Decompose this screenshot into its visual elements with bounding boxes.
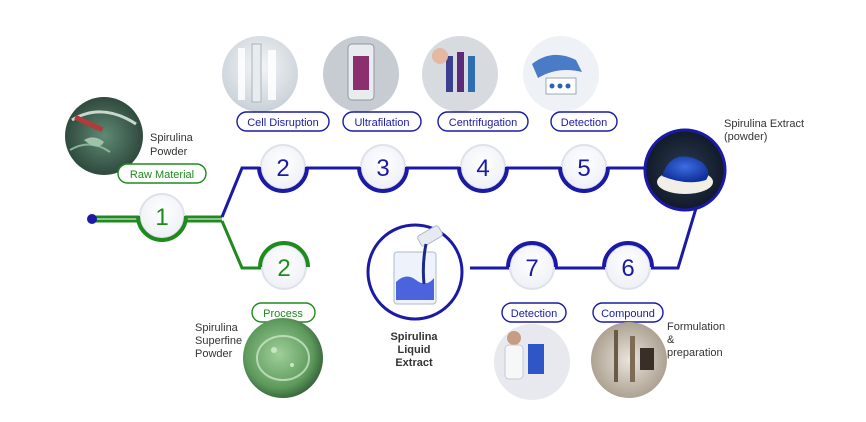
formulation-line3: preparation [667,347,723,359]
node-1-number: 1 [155,204,168,231]
raw-caption-line1: Spirulina [150,132,194,144]
compound-text: Compound [601,308,655,320]
process-text: Process [263,308,303,320]
label-centrifugation: Centrifugation [437,111,529,132]
ultrafilation-text: Ultrafilation [354,117,409,129]
formulation-line2: & [667,334,675,346]
node-3: 3 [357,144,409,193]
detection-photo [523,36,599,112]
node-7-number: 7 [525,255,538,282]
node-5: 5 [558,144,610,193]
superfine-caption: Spirulina Superfine Powder [195,322,242,360]
extract-powder-caption: Spirulina Extract (powder) [724,118,804,143]
superfine-line3: Powder [195,348,233,360]
node-2-number: 2 [276,155,289,182]
liquid-line1: Spirulina [390,331,438,343]
liquid-extract-photo [366,223,464,321]
centrifugation-text: Centrifugation [449,117,518,129]
node-1: 1 [136,193,188,242]
ultrafiltration-photo [323,36,399,112]
formulation-caption: Formulation & preparation [667,321,725,359]
label-detection-upper: Detection [550,111,618,132]
raw-material-photo [65,97,143,175]
label-raw-material: Raw Material [117,163,207,184]
label-ultrafilation: Ultrafilation [342,111,422,132]
superfine-line1: Spirulina [195,322,239,334]
node-4-number: 4 [476,155,489,182]
node-3-number: 3 [376,155,389,182]
label-cell-disruption: Cell Disruption [236,111,330,132]
cell-disruption-text: Cell Disruption [247,117,319,129]
branch-to-process [220,220,262,270]
detection-upper-text: Detection [561,117,607,129]
upper-route [220,166,660,218]
formulation-line1: Formulation [667,321,725,333]
start-dot [87,214,97,224]
liquid-line3: Extract [395,357,433,369]
extract-powder-line2: (powder) [724,131,767,143]
lab-technician-photo [494,324,570,400]
liquid-line2: Liquid [398,344,431,356]
raw-material-text: Raw Material [130,169,194,181]
centrifugation-photo [422,36,498,112]
node-4: 4 [457,144,509,193]
liquid-extract-caption: Spirulina Liquid Extract [390,331,438,369]
superfine-line2: Superfine [195,335,242,347]
extract-powder-photo [643,128,727,212]
raw-material-caption: Spirulina Powder [150,132,194,158]
node-7: 7 [506,241,558,290]
detection-lower-text: Detection [511,308,557,320]
extract-powder-line1: Spirulina Extract [724,118,804,130]
label-compound: Compound [592,302,664,323]
superfine-powder-photo [243,318,323,398]
lower-route [470,204,699,270]
node-5-number: 5 [577,155,590,182]
node-6-number: 6 [621,255,634,282]
raw-caption-line2: Powder [150,146,188,158]
label-detection-lower: Detection [501,302,567,323]
node-2: 2 [257,144,309,193]
node-6: 6 [602,241,654,290]
node-2-process: 2 [258,241,310,290]
formulation-photo [591,322,667,398]
cell-disruption-photo [222,36,298,112]
node-2-process-number: 2 [277,255,290,282]
